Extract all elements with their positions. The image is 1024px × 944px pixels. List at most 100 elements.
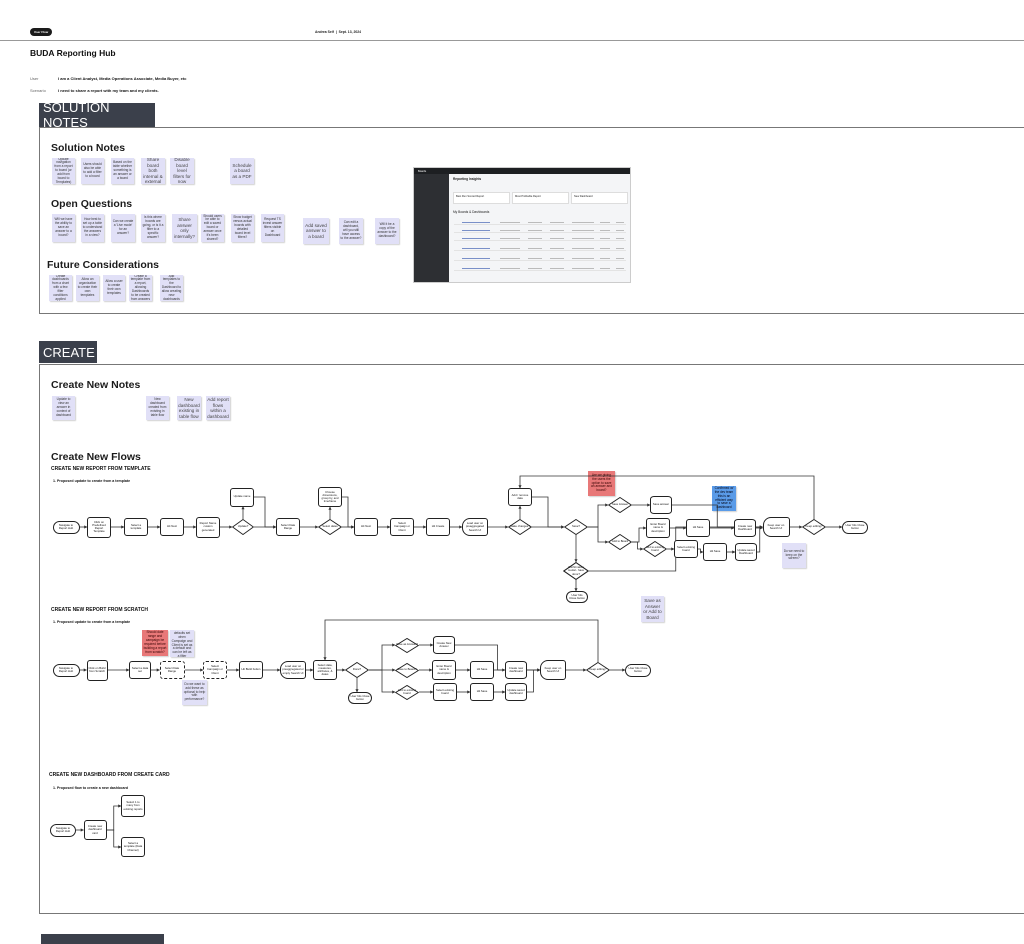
sticky-note[interactable]: Create a template from a report, allowin… — [129, 275, 152, 301]
flow-datastore[interactable]: Create new dashboard — [505, 661, 527, 679]
sticky-note-red[interactable]: Should date range and campaign be requir… — [142, 630, 168, 656]
flow-step[interactable]: Select a data set — [129, 661, 151, 679]
flow-step[interactable]: Load user on preaggregated or empty Sear… — [280, 661, 306, 679]
flow-step[interactable]: Update name — [230, 487, 254, 507]
flow-decision[interactable]: Confirmation modal - have done? — [563, 562, 589, 580]
sticky-note[interactable]: Add templates to the Dashboard to allow … — [160, 275, 183, 301]
flow-step[interactable]: Keep user on Search UI — [540, 660, 566, 680]
flow-step[interactable]: Select existing board — [433, 683, 457, 701]
sticky-note[interactable]: Allow a user to create their own templat… — [103, 275, 125, 301]
flow-terminal[interactable]: User hits Close button — [625, 663, 651, 677]
flow-datastore[interactable]: Save answer — [650, 496, 672, 514]
flow-decision[interactable]: Keep editing? — [802, 519, 826, 535]
flow-step[interactable]: Hit Save — [470, 683, 494, 701]
sticky-note[interactable]: Disable board level filters for now — [170, 158, 194, 184]
flow-step[interactable]: Create new dashboard card — [83, 820, 107, 840]
flow-decision[interactable]: Save Answer — [608, 497, 632, 513]
flow-terminal[interactable]: User hits Close button — [348, 692, 372, 704]
flow-datastore[interactable]: Create New Answer — [433, 636, 455, 654]
sticky-note[interactable]: Allow an organization to create their ow… — [76, 275, 99, 301]
flow-decision[interactable]: Save to Board? — [395, 662, 419, 678]
flow-step[interactable]: Select a template (Data Channel) — [121, 837, 145, 857]
flow-step[interactable]: Select a template — [124, 518, 148, 536]
flow-datastore[interactable]: Create new Dashboard — [734, 519, 756, 537]
sticky-note[interactable]: Update to view an answer in context of d… — [52, 396, 75, 420]
flow-node-label: Select Date Range — [280, 522, 296, 530]
flow-step[interactable]: Select 1 to many from existing reports — [121, 795, 145, 817]
sticky-note[interactable]: Save as Answer or Add to Board — [641, 596, 664, 622]
sticky-note[interactable]: Should users be able to edit a saved boa… — [201, 214, 224, 242]
flow-step[interactable]: Select Date Range — [159, 661, 185, 679]
flow-decision[interactable]: Select dates — [318, 519, 342, 535]
sticky-note[interactable]: Create dashboards from a chart with a fe… — [49, 275, 72, 301]
flow-node-label: Hit Save — [476, 689, 488, 694]
flow-step[interactable]: Keep user on Search UI — [762, 517, 790, 537]
sticky-note[interactable]: How best to set up a table to understand… — [81, 214, 104, 242]
flow-step[interactable]: Hit Create — [426, 518, 450, 536]
flow-step[interactable]: Enter Board name & description — [432, 660, 456, 680]
flow-step[interactable]: Hit Save — [470, 661, 494, 679]
flow-decision[interactable]: Save? — [564, 519, 588, 535]
flow-step[interactable]: Hit Save — [686, 519, 710, 537]
flow-step[interactable]: Select data, measures, attributes, & dat… — [313, 660, 337, 680]
sticky-note[interactable]: Do we want to add these as optional to h… — [182, 680, 207, 705]
flow-decision[interactable]: Done? — [345, 662, 369, 678]
sticky-note[interactable]: Users should also be able to add a filte… — [81, 158, 104, 184]
flow-step[interactable]: Select Date Range — [276, 518, 300, 536]
sticky-note-blue[interactable]: Confirmed w/ the dev team this is an eff… — [712, 486, 736, 511]
sticky-note[interactable]: Allows defaults set when Campaign and Cl… — [170, 630, 194, 657]
flow-decision[interactable]: Update? — [232, 519, 254, 535]
flow-step[interactable]: Hit Save — [703, 543, 727, 561]
flow-step[interactable]: Select Campaign or Client — [390, 518, 414, 536]
sticky-note[interactable]: Will we have the ability to save an answ… — [52, 214, 75, 242]
flow-step[interactable]: Enter Board name & description — [646, 518, 670, 538]
flow-terminal[interactable]: User hits Close button — [842, 520, 868, 534]
flow-step[interactable]: Report Name custom generated — [196, 516, 220, 538]
flow-node-label: Enter Board name & description — [436, 664, 452, 675]
flow-decision[interactable]: Keep editing? — [586, 662, 610, 678]
sticky-note[interactable]: Add report flows within a dashboard — [206, 396, 230, 420]
flow-step[interactable]: Choose dimensions, group by, and timefra… — [318, 487, 342, 507]
sticky-note[interactable]: Can we create a 'Live mode' for an answe… — [111, 214, 135, 242]
sticky-note[interactable]: Show budget versus actual boards with de… — [231, 214, 254, 242]
sticky-note[interactable]: Based on the table whether something is … — [111, 158, 134, 184]
sticky-note[interactable]: New dashboard existing in table flow — [177, 396, 201, 420]
flow-terminal[interactable]: Navigate to Report Hub — [52, 663, 80, 677]
flow-terminal[interactable]: Navigate to Report Hub — [52, 520, 80, 534]
sticky-note[interactable]: Can edit a dashboard, will you still hav… — [339, 218, 363, 244]
sticky-note[interactable]: Will it be a copy of the answer to the d… — [375, 218, 399, 244]
sticky-note[interactable]: Request TS invest answer filters visible… — [261, 214, 284, 242]
sticky-note[interactable]: Share board both internal & external — [141, 158, 165, 184]
flow-step[interactable]: Hit Next — [354, 518, 378, 536]
flow-decision[interactable]: Add to Board — [608, 534, 632, 550]
flow-step[interactable]: Select Campaign or Client — [203, 661, 227, 679]
sticky-note[interactable]: Is this where boards are going, or is it… — [141, 214, 165, 242]
flow-step[interactable]: Add / remove data — [508, 488, 532, 506]
flow-node-label: Keep editing? — [805, 524, 823, 529]
sticky-note[interactable]: Do we need to keep on the screen? — [782, 543, 806, 568]
flow-decision[interactable]: Add to existing board — [643, 541, 667, 557]
flow-step[interactable]: Select existing board — [674, 540, 698, 558]
flow-datastore[interactable]: Update saved Dashboard — [735, 543, 757, 561]
flow-decision[interactable]: Add to existing board — [395, 684, 419, 700]
flow-step[interactable]: Load user on preaggregated Search UI — [462, 518, 488, 536]
sticky-note-red[interactable]: Are we giving the users the option to sa… — [588, 471, 615, 496]
flow-terminal[interactable]: User hits Close button — [566, 591, 588, 603]
flow-terminal[interactable]: Navigate to Report Hub — [50, 823, 76, 837]
user-value: I am a Client Analyst, Media Operations … — [58, 76, 187, 81]
flow-node-label: Select Campaign or Client — [206, 664, 223, 675]
sticky-note[interactable]: Add saved answer to a board — [303, 218, 329, 244]
flow-decision[interactable]: Save as Answer? — [395, 637, 419, 653]
flow-datastore[interactable]: Update saved dashboard — [505, 683, 527, 701]
sticky-note[interactable]: Schedule a board as a PDF — [230, 158, 254, 184]
flow-step[interactable]: Click on Build from Scratch — [86, 659, 108, 681]
flow-step[interactable]: Hit Next — [160, 518, 184, 536]
page-title: BUDA Reporting Hub — [30, 48, 116, 58]
flow-decision[interactable]: Make changes? — [508, 519, 532, 535]
flow-step[interactable]: Hit Build button — [239, 661, 263, 679]
flow-node-label: Hit Save — [692, 525, 704, 530]
sticky-note[interactable]: New dashboard created from existing in t… — [146, 396, 169, 420]
flow-step[interactable]: Click on Predefined Report Template — [87, 516, 111, 538]
sticky-note[interactable]: Update navigation from a report to board… — [52, 158, 75, 184]
sticky-note[interactable]: Share answer only internally? — [172, 214, 197, 242]
